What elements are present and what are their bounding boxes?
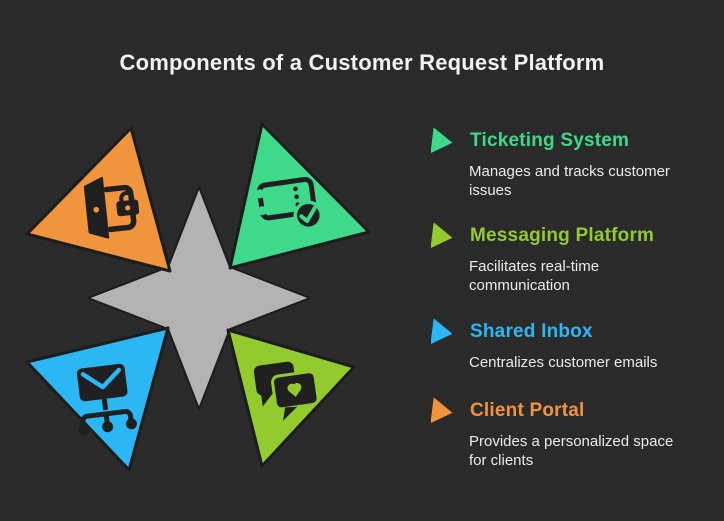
legend-item-shared-inbox: Shared Inbox Centralizes customer emails bbox=[431, 317, 691, 372]
legend-item-title: Client Portal bbox=[470, 400, 585, 421]
legend-item-description: Provides a personalized space for client… bbox=[469, 433, 674, 469]
legend-item-description: Manages and tracks customer issues bbox=[469, 163, 670, 199]
triangle-ticketing-system bbox=[228, 122, 371, 270]
legend-item-description: Facilitates real-time communication bbox=[469, 258, 600, 294]
play-arrow-icon bbox=[431, 222, 453, 248]
legend-item-title: Ticketing System bbox=[470, 130, 630, 151]
legend-item-title: Messaging Platform bbox=[470, 225, 655, 246]
legend-item-description: Centralizes customer emails bbox=[469, 354, 658, 371]
door-lock-icon bbox=[83, 176, 140, 239]
inbox-distribution-icon bbox=[76, 363, 137, 436]
play-arrow-icon bbox=[431, 127, 453, 153]
legend-item-client-portal: Client Portal Provides a personalized sp… bbox=[431, 396, 691, 470]
center-star-shape bbox=[87, 186, 311, 410]
legend-item-title: Shared Inbox bbox=[470, 321, 593, 342]
legend-item-messaging-platform: Messaging Platform Facilitates real-time… bbox=[431, 221, 691, 295]
chat-heart-icon bbox=[253, 361, 320, 421]
legend-item-ticketing-system: Ticketing System Manages and tracks cust… bbox=[431, 126, 691, 200]
page-title: Components of a Customer Request Platfor… bbox=[119, 50, 605, 75]
play-arrow-icon bbox=[431, 318, 453, 344]
play-arrow-icon bbox=[431, 397, 453, 423]
ticket-check-icon bbox=[255, 176, 324, 231]
